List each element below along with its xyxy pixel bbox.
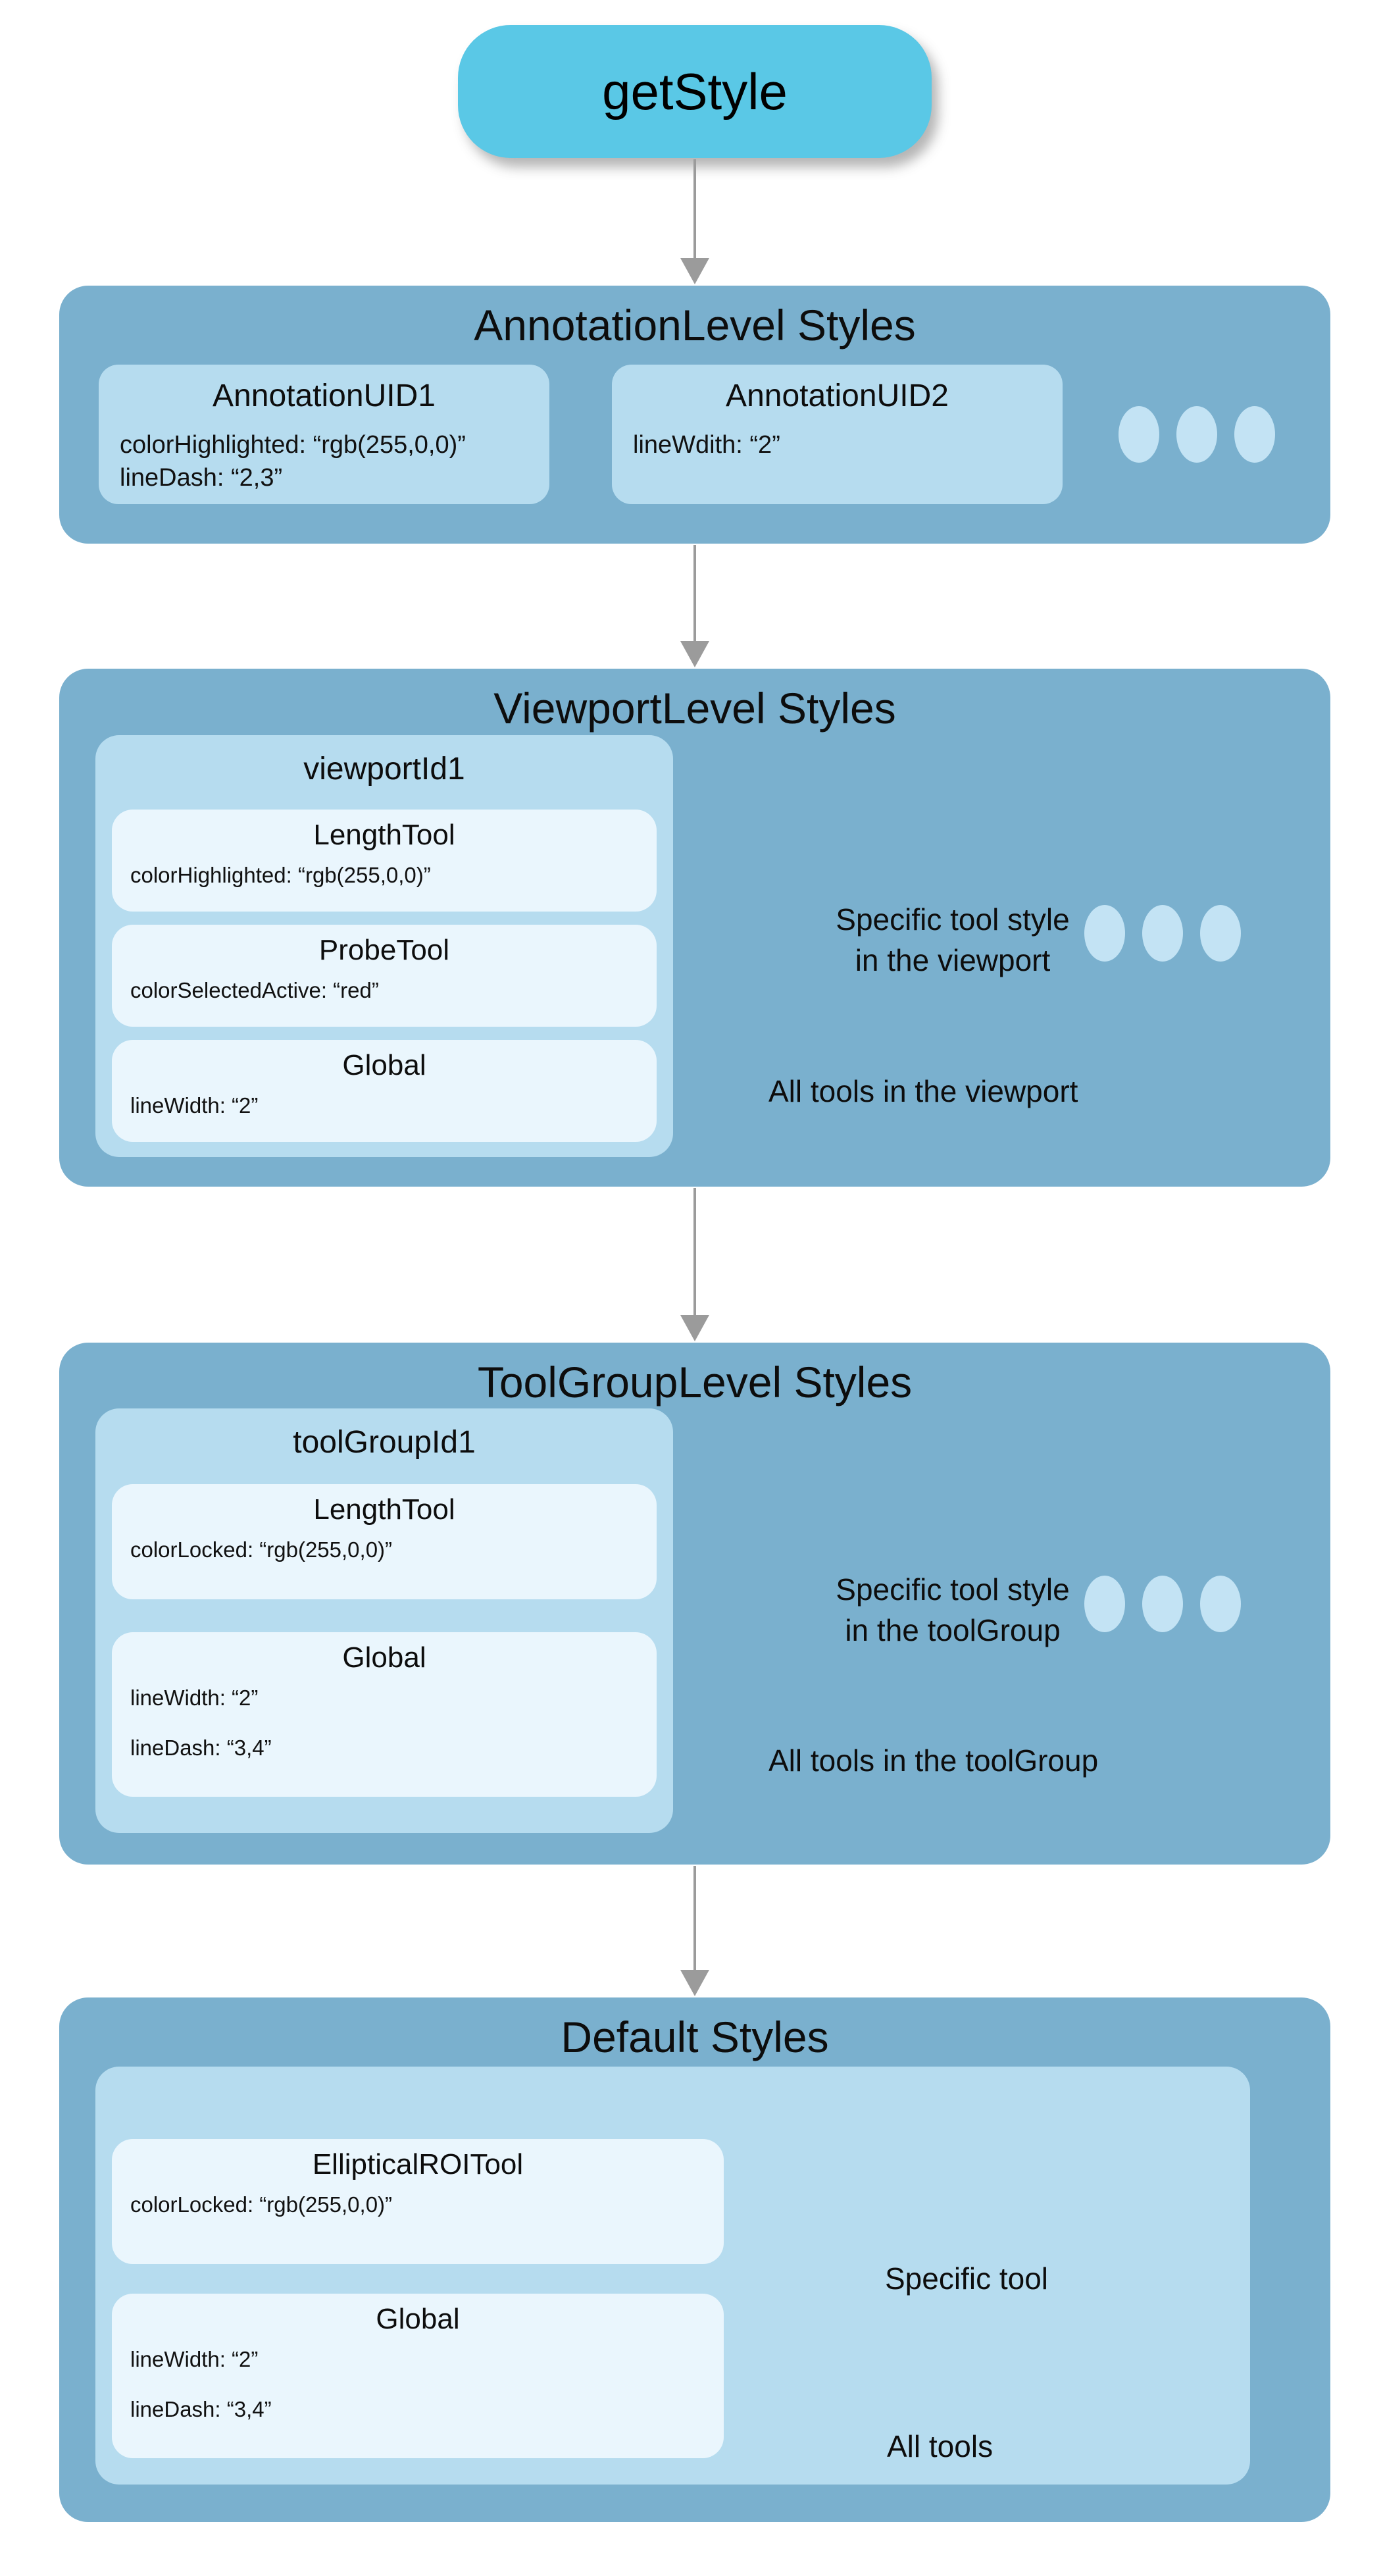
label-line: in the toolGroup (845, 1613, 1061, 1647)
ellipsis-dot-icon (1176, 406, 1217, 463)
viewport-probetool-props: colorSelectedActive: “red” (112, 979, 657, 1002)
getstyle-label: getStyle (602, 62, 788, 120)
default-specific-label: Specific tool (885, 2261, 1049, 2296)
viewport-level-box: ViewportLevel Styles viewportId1 LengthT… (59, 669, 1330, 1187)
ellipsis-dot-icon (1142, 905, 1183, 962)
toolgroup-level-box: ToolGroupLevel Styles toolGroupId1 Lengt… (59, 1343, 1330, 1865)
viewport-lengthtool-card: LengthTool colorHighlighted: “rgb(255,0,… (112, 810, 657, 912)
toolgroup-lengthtool-title: LengthTool (313, 1493, 455, 1526)
viewport-id1-title: viewportId1 (303, 752, 465, 786)
default-ellipticalroitool-title: EllipticalROITool (312, 2148, 524, 2180)
ellipsis-dot-icon (1234, 406, 1275, 463)
prop-line: lineDash: “2,3” (120, 464, 283, 492)
annotation-uid2-card: AnnotationUID2 lineWdith: “2” (612, 365, 1063, 504)
label-line: Specific tool style (836, 902, 1070, 937)
ellipsis-dots-viewport (1084, 905, 1241, 962)
prop-line: colorHighlighted: “rgb(255,0,0)” (120, 431, 466, 459)
annotation-uid1-card: AnnotationUID1 colorHighlighted: “rgb(25… (99, 365, 549, 504)
toolgroup-specific-label: Specific tool style in the toolGroup (815, 1569, 1091, 1651)
viewport-lengthtool-props: colorHighlighted: “rgb(255,0,0)” (112, 863, 657, 887)
prop-line: colorSelectedActive: “red” (130, 978, 379, 1002)
toolgroup-global-card: Global lineWidth: “2” lineDash: “3,4” (112, 1632, 657, 1797)
default-level-box: Default Styles EllipticalROITool colorLo… (59, 1997, 1330, 2522)
prop-line: colorLocked: “rgb(255,0,0)” (130, 2192, 393, 2217)
prop-line: colorHighlighted: “rgb(255,0,0)” (130, 863, 431, 887)
ellipsis-dot-icon (1084, 1576, 1125, 1632)
viewport-probetool-title: ProbeTool (318, 934, 450, 966)
ellipsis-dot-icon (1119, 406, 1159, 463)
annotation-level-title: AnnotationLevel Styles (474, 301, 916, 349)
viewport-global-title: Global (342, 1049, 426, 1081)
label-line: in the viewport (855, 943, 1051, 977)
toolgroup-id1-container: toolGroupId1 LengthTool colorLocked: “rg… (95, 1408, 673, 1833)
toolgroup-id1-title: toolGroupId1 (293, 1425, 476, 1460)
ellipsis-dot-icon (1200, 905, 1241, 962)
default-all-label: All tools (887, 2429, 993, 2463)
prop-line: lineWdith: “2” (633, 431, 780, 459)
viewport-global-card: Global lineWidth: “2” (112, 1040, 657, 1142)
ellipsis-dots-toolgroup (1084, 1576, 1241, 1632)
annotation-uid1-title: AnnotationUID1 (213, 378, 436, 413)
ellipsis-dots-annotation (1119, 406, 1275, 463)
prop-line: lineDash: “3,4” (130, 1736, 272, 1760)
ellipsis-dot-icon (1142, 1576, 1183, 1632)
viewport-all-label: All tools in the viewport (768, 1074, 1078, 1108)
default-container: EllipticalROITool colorLocked: “rgb(255,… (95, 2067, 1250, 2485)
viewport-id1-container: viewportId1 LengthTool colorHighlighted:… (95, 735, 673, 1157)
default-ellipticalroitool-props: colorLocked: “rgb(255,0,0)” (112, 2193, 724, 2217)
annotation-uid2-title: AnnotationUID2 (726, 378, 949, 413)
toolgroup-all-label: All tools in the toolGroup (768, 1743, 1099, 1778)
toolgroup-level-title: ToolGroupLevel Styles (477, 1358, 913, 1406)
prop-line: lineWidth: “2” (130, 1686, 259, 1710)
viewport-global-props: lineWidth: “2” (112, 1094, 657, 1118)
default-global-props: lineWidth: “2” lineDash: “3,4” (112, 2348, 724, 2421)
default-global-title: Global (376, 2303, 460, 2335)
viewport-specific-label: Specific tool style in the viewport (815, 899, 1091, 981)
prop-line: lineDash: “3,4” (130, 2397, 272, 2421)
getstyle-node: getStyle (458, 25, 932, 158)
viewport-lengthtool-title: LengthTool (313, 819, 455, 851)
ellipsis-dot-icon (1200, 1576, 1241, 1632)
annotation-uid2-props: lineWdith: “2” (612, 428, 1063, 461)
viewport-level-title: ViewportLevel Styles (493, 684, 896, 733)
toolgroup-global-title: Global (342, 1641, 426, 1674)
toolgroup-lengthtool-card: LengthTool colorLocked: “rgb(255,0,0)” (112, 1484, 657, 1599)
toolgroup-lengthtool-props: colorLocked: “rgb(255,0,0)” (112, 1538, 657, 1562)
default-ellipticalroitool-card: EllipticalROITool colorLocked: “rgb(255,… (112, 2139, 724, 2264)
default-level-title: Default Styles (561, 2013, 829, 2061)
label-line: Specific tool style (836, 1572, 1070, 1607)
default-global-card: Global lineWidth: “2” lineDash: “3,4” (112, 2294, 724, 2458)
annotation-uid1-props: colorHighlighted: “rgb(255,0,0)” lineDas… (99, 428, 549, 494)
prop-line: lineWidth: “2” (130, 1093, 259, 1118)
viewport-probetool-card: ProbeTool colorSelectedActive: “red” (112, 925, 657, 1027)
prop-line: colorLocked: “rgb(255,0,0)” (130, 1537, 393, 1562)
toolgroup-global-props: lineWidth: “2” lineDash: “3,4” (112, 1686, 657, 1760)
annotation-level-box: AnnotationLevel Styles AnnotationUID1 co… (59, 286, 1330, 544)
prop-line: lineWidth: “2” (130, 2347, 259, 2371)
ellipsis-dot-icon (1084, 905, 1125, 962)
